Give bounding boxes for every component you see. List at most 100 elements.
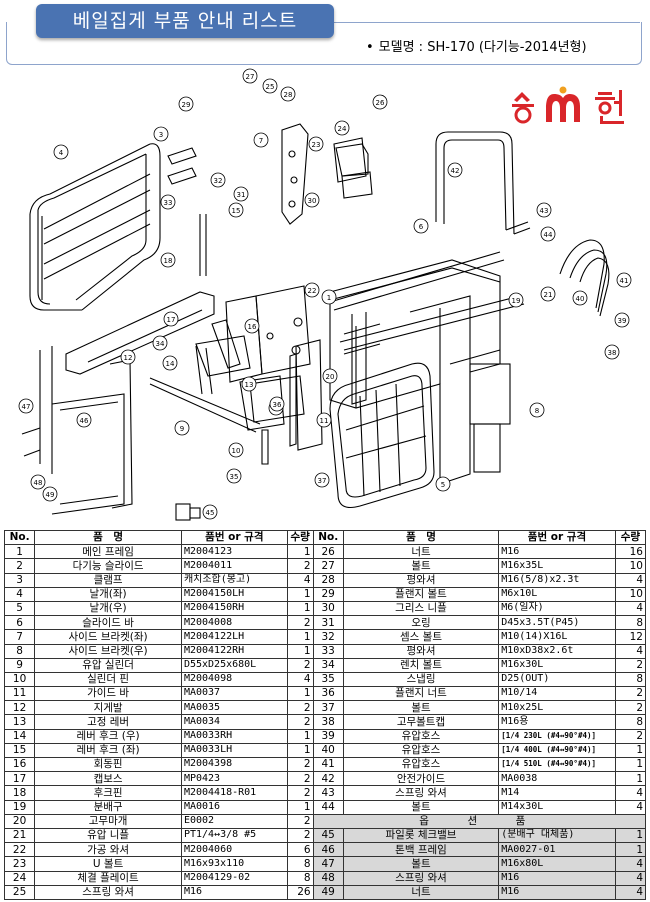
right-wing-drawing: [329, 362, 435, 509]
part-name: 고무볼트캡: [342, 714, 500, 730]
option-qty: 1: [614, 827, 647, 844]
option-name: 파일롯 체크밸브: [342, 827, 500, 844]
table-header-row: No. 품 명 품번 or 규격 수량 No. 품 명 품번 or 규격 수량: [3, 529, 647, 546]
part-name: 유압호스: [342, 756, 500, 773]
part-no: 22: [3, 842, 36, 858]
svg-text:8: 8: [535, 407, 539, 415]
page-title: 베일집게 부품 안내 리스트: [36, 4, 334, 38]
option-no: 46: [312, 842, 344, 858]
part-qty: 10: [614, 558, 647, 574]
part-no: 44: [312, 799, 344, 815]
left-wing-drawing: [29, 143, 161, 311]
part-name: 사이드 브라켓(좌): [34, 629, 182, 645]
part-name: 후크핀: [34, 785, 182, 801]
svg-text:25: 25: [266, 83, 275, 91]
part-no: 30: [312, 600, 344, 617]
callout-15: 15: [228, 202, 244, 218]
svg-text:49: 49: [46, 491, 55, 499]
callout-37: 37: [314, 472, 330, 488]
bullet-icon: •: [366, 40, 374, 55]
callout-33: 33: [160, 194, 176, 210]
part-spec: D55xD25x680L: [180, 657, 288, 673]
callout-4: 4: [53, 144, 69, 160]
part-no: 42: [312, 771, 344, 787]
callout-29: 29: [178, 96, 194, 112]
option-qty: 4: [614, 856, 647, 872]
part-name: 볼트: [342, 700, 500, 716]
part-name: 사이드 브라켓(우): [34, 643, 182, 659]
option-name: 톤백 프레임: [342, 842, 500, 858]
part-no: 13: [3, 714, 36, 730]
part-spec: [1/4 230L (#4↔90°#4)]: [498, 728, 616, 744]
col-spec: 품번 or 규격: [180, 529, 288, 546]
callout-16: 16: [244, 318, 260, 334]
callout-36: 36: [269, 396, 285, 412]
part-spec: M2004150RH: [180, 600, 288, 617]
part-no: 14: [3, 728, 36, 744]
part-no: 20: [3, 813, 36, 829]
svg-text:40: 40: [576, 295, 585, 303]
part-qty: 10: [614, 586, 647, 602]
part-qty: 1: [286, 728, 314, 744]
col-no: No.: [3, 529, 36, 546]
part-spec: MA0035: [180, 700, 288, 716]
part-name: 볼트: [342, 558, 500, 574]
part-name: 안전가이드: [342, 771, 500, 787]
part-name: 날개(좌): [34, 586, 182, 602]
part-no: 17: [3, 771, 36, 787]
svg-text:14: 14: [166, 360, 175, 368]
part-qty: 1: [286, 629, 314, 645]
svg-text:47: 47: [22, 403, 31, 411]
part-spec: M10x25L: [498, 700, 616, 716]
part-spec: M2004008: [180, 615, 288, 631]
svg-text:6: 6: [419, 223, 424, 231]
part-no: 16: [3, 756, 36, 773]
part-no: 35: [312, 671, 344, 688]
callout-34: 34: [152, 335, 168, 351]
svg-text:17: 17: [167, 316, 176, 324]
option-no: 49: [312, 884, 344, 900]
part-qty: 16: [614, 544, 647, 560]
option-name: 스프링 와셔: [342, 870, 500, 886]
option-no: 48: [312, 870, 344, 886]
part-name: 체결 플레이트: [34, 870, 182, 886]
callout-1: 1: [321, 289, 337, 305]
part-qty: 26: [286, 884, 314, 900]
svg-text:20: 20: [326, 373, 335, 381]
svg-text:36: 36: [273, 401, 282, 409]
part-no: 18: [3, 785, 36, 801]
option-section-title: 옵 션 품: [312, 813, 647, 829]
part-name: 메인 프레임: [34, 544, 182, 560]
callout-26: 26: [372, 94, 388, 110]
part-no: 25: [3, 884, 36, 900]
part-name: 너트: [342, 544, 500, 560]
svg-text:44: 44: [544, 231, 553, 239]
callout-12: 12: [120, 349, 136, 365]
callout-30: 30: [304, 192, 320, 208]
part-no: 2: [3, 558, 36, 574]
callout-6: 6: [413, 218, 429, 234]
part-qty: 2: [286, 558, 314, 574]
svg-text:48: 48: [34, 479, 43, 487]
part-spec: M16: [180, 884, 288, 900]
part-no: 26: [312, 544, 344, 560]
part-spec: M16x93x110: [180, 856, 288, 872]
part-qty: 1: [286, 600, 314, 617]
part-name: 유압 니플: [34, 827, 182, 844]
part-no: 27: [312, 558, 344, 574]
part-no: 19: [3, 799, 36, 815]
option-spec: MA0027-01: [498, 842, 616, 858]
callout-42: 42: [447, 162, 463, 178]
part-spec: M2004129-02: [180, 870, 288, 886]
svg-text:24: 24: [338, 125, 347, 133]
svg-text:22: 22: [308, 287, 317, 295]
